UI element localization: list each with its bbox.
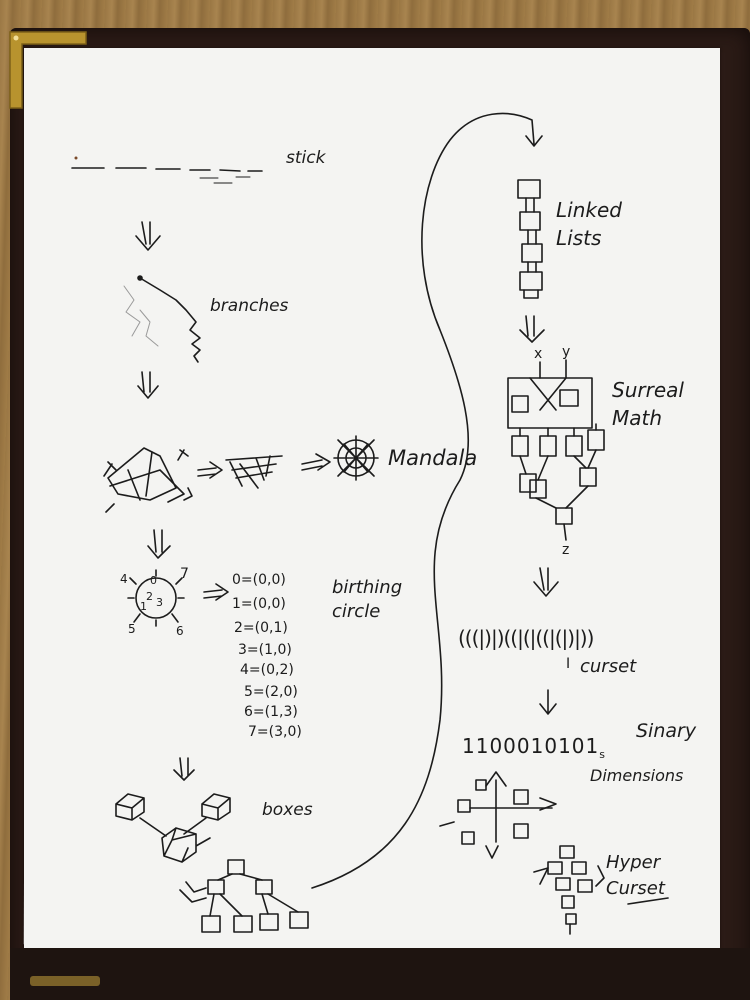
binary-string: 1100010101s (462, 734, 606, 761)
binary-subscript: s (599, 748, 606, 761)
brass-clip-icon (30, 976, 100, 986)
mandala-label: Mandala (388, 446, 478, 470)
tangle-drawing (103, 447, 193, 513)
linked-list-drawing (517, 179, 543, 299)
stick-drawing (71, 156, 263, 184)
mapping-line: 2=(0,1) (234, 620, 288, 636)
hyper-curset-drawing (533, 845, 605, 935)
boxes-label: boxes (262, 800, 313, 820)
mandala-drawing (333, 435, 379, 481)
dimensions-label: Dimensions (590, 766, 684, 785)
binary-digits: 1100010101 (462, 734, 600, 758)
surreal-network-drawing (507, 359, 605, 541)
curset-label: curset (580, 656, 637, 677)
branches-drawing (123, 275, 201, 363)
hyper-curset-label: Hyper Curset (606, 852, 665, 899)
web-drawing (225, 455, 283, 489)
brass-corner-icon (9, 31, 87, 109)
circle-number-3: 3 (156, 596, 163, 609)
mapping-line: 1=(0,0) (232, 596, 286, 612)
input-x-label: x (534, 346, 543, 362)
mapping-line: 6=(1,3) (244, 704, 298, 720)
curset-string: (((|)|)((|(|((|(|)|)) (458, 626, 594, 650)
branches-label: branches (210, 296, 289, 316)
linked-lists-label: Linked Lists (556, 198, 622, 250)
curset-marker: I (566, 656, 571, 672)
mapping-line: 3=(1,0) (238, 642, 292, 658)
mapping-line: 4=(0,2) (240, 662, 294, 678)
input-y-label: y (562, 344, 571, 360)
mapping-line: 5=(2,0) (244, 684, 298, 700)
circle-number-1: 1 (140, 600, 147, 613)
sinary-label: Sinary (636, 720, 697, 742)
circle-number-4: 4 (120, 572, 128, 586)
down-arrow-icon (135, 221, 207, 903)
folder-bottom-edge (10, 948, 750, 1000)
birthing-circle-drawing (127, 569, 185, 627)
stick-label: stick (286, 148, 326, 168)
circle-number-6: 6 (176, 624, 184, 638)
dimensions-graph-drawing (439, 771, 557, 859)
cubes-drawing (115, 793, 231, 863)
surreal-math-label: Surreal Math (612, 378, 684, 430)
circle-number-5: 5 (128, 622, 136, 636)
circle-number-7: 7 (180, 566, 189, 582)
birthing-circle-label: birthing circle (332, 577, 403, 622)
mapping-line: 7=(3,0) (248, 724, 302, 740)
circle-number-2: 2 (146, 590, 153, 603)
connecting-curve (311, 112, 543, 889)
mapping-line: 0=(0,0) (232, 572, 286, 588)
output-z-label: z (562, 542, 570, 558)
box-tree-drawing (201, 859, 309, 933)
circle-number-0: 0 (150, 574, 157, 587)
